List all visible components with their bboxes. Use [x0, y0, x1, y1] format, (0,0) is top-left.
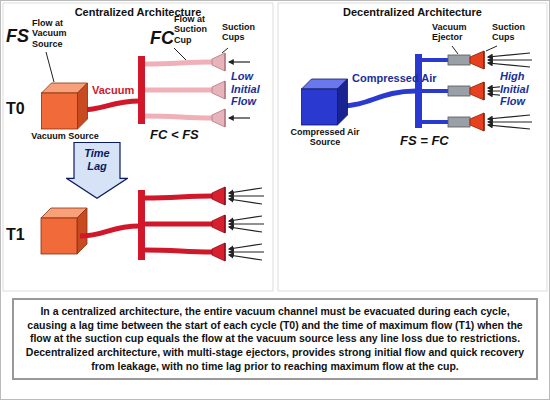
- callout-label: Suction Cups: [492, 22, 542, 43]
- flow-note: High Initial Flow: [500, 70, 544, 108]
- source-label: Vacuum Source: [30, 131, 100, 141]
- cube-symbol: [30, 82, 100, 130]
- vacuum-source: Vacuum Source: [30, 82, 100, 141]
- arrow-label: Time Lag: [66, 142, 128, 172]
- callout-label: Flow at Suction Cup: [174, 14, 218, 45]
- cube-symbol: [280, 78, 370, 126]
- callout-label: Suction Cups: [222, 22, 268, 43]
- source-label: Compressed Air Source: [280, 127, 370, 148]
- flow-relation: FS = FC: [400, 134, 449, 149]
- flow-symbol: FS: [6, 26, 29, 47]
- flow-relation: FC < FS: [150, 128, 199, 143]
- time-lag-arrow: Time Lag: [66, 142, 128, 198]
- line-label: Vacuum: [92, 84, 134, 97]
- line-label: Compressed Air: [352, 72, 437, 85]
- caption-box: In a centralized architecture, the entir…: [12, 298, 538, 380]
- callout-label: Vacuum Ejector: [432, 22, 478, 43]
- flow-symbol: FC: [150, 28, 174, 49]
- panel-heading: Centralized Architecture: [3, 6, 273, 19]
- callout-label: Flow at Vacuum Source: [32, 18, 74, 49]
- time-label: T1: [6, 226, 25, 244]
- flow-note: Low Initial Flow: [231, 70, 271, 108]
- panel-heading: Decentralized Architecture: [278, 6, 547, 19]
- time-label: T0: [6, 100, 25, 118]
- compressed-air-source: Compressed Air Source: [280, 78, 370, 148]
